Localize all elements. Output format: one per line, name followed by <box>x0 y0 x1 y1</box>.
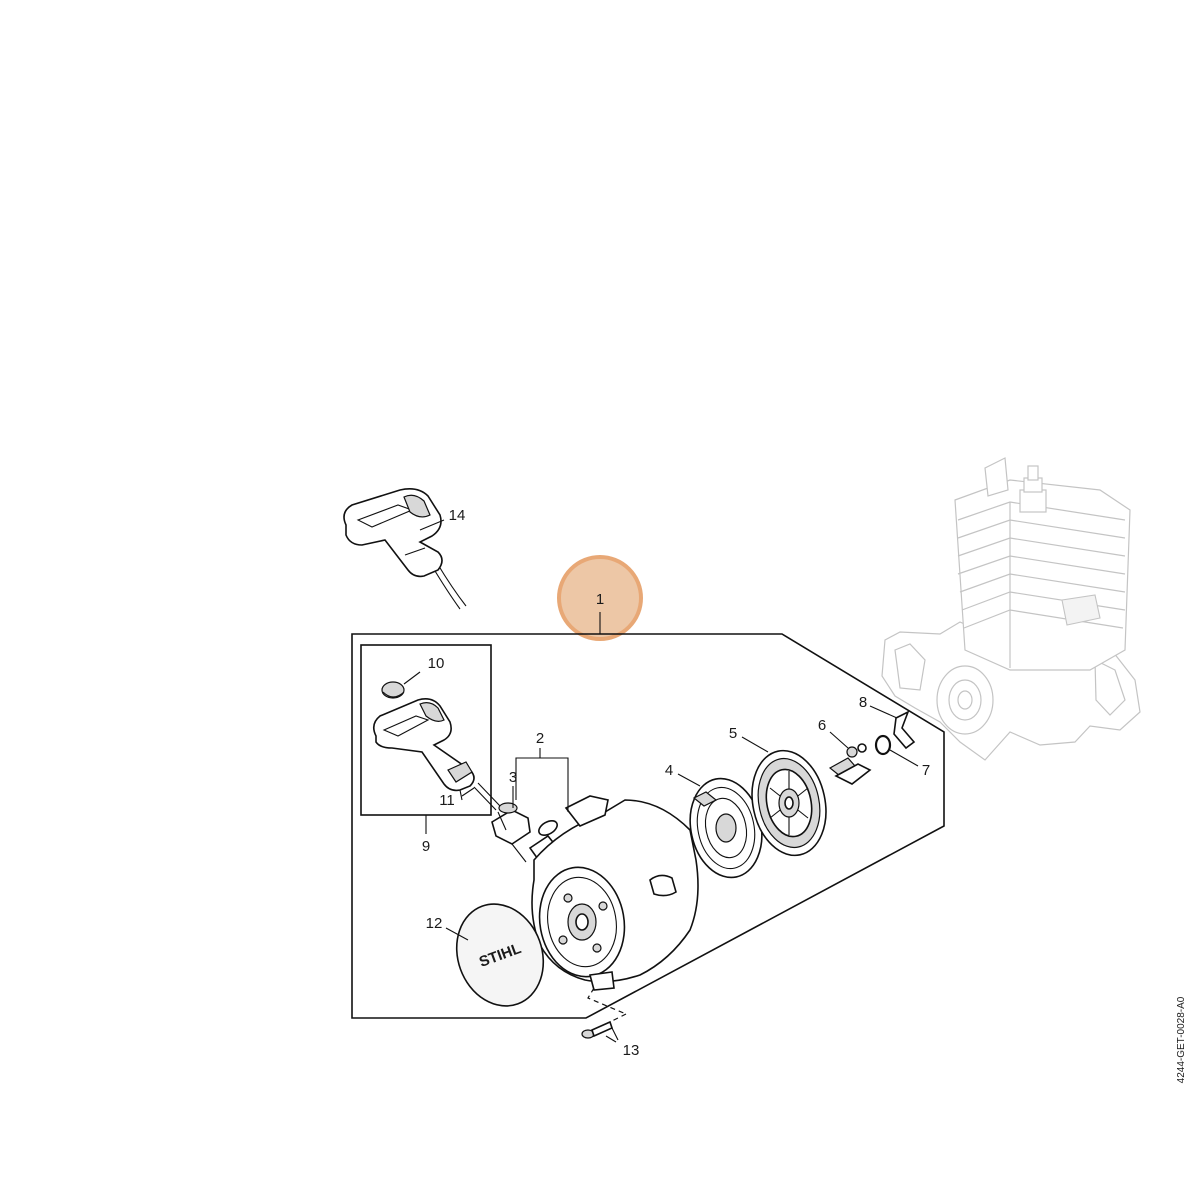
callout-8: 8 <box>859 694 898 719</box>
engine-block-background <box>881 457 1141 761</box>
starter-grip-14 <box>343 488 467 610</box>
highlighted-callout-1[interactable]: 1 <box>557 555 643 641</box>
callout-14-label: 14 <box>449 507 466 524</box>
assembly-frame-1 <box>351 633 945 1019</box>
pawl-6 <box>828 743 872 785</box>
washer-7 <box>874 734 892 756</box>
starter-grip-11 <box>372 698 501 811</box>
grip-insert-10 <box>381 671 421 699</box>
callout-6: 6 <box>818 717 849 749</box>
callout-11: 11 <box>439 787 475 809</box>
spring-clip-8 <box>893 710 916 750</box>
rope-guide-3 <box>491 802 531 863</box>
callout-9-label: 9 <box>422 838 430 855</box>
callout-12: 12 <box>426 915 469 941</box>
callout-7: 7 <box>889 749 930 779</box>
document-number: 4244-GET-0028-A0 <box>1176 996 1187 1083</box>
callout-1-label: 1 <box>596 591 604 608</box>
callout-13-label: 13 <box>623 1042 640 1059</box>
callout-7-label: 7 <box>922 762 930 779</box>
callout-4-label: 4 <box>665 762 673 779</box>
callout-3-label: 3 <box>509 769 517 786</box>
callout-3: 3 <box>509 769 517 808</box>
callout-14: 14 <box>419 507 466 531</box>
callout-6-label: 6 <box>818 717 826 734</box>
callout-13: 13 <box>605 1035 640 1059</box>
callout-2-label: 2 <box>536 730 544 747</box>
callout-12-label: 12 <box>426 915 443 932</box>
screw-13 <box>581 987 627 1041</box>
rewind-spring-4 <box>689 777 763 879</box>
callout-9: 9 <box>422 815 430 855</box>
rope-rotor-5 <box>751 749 827 857</box>
callout-11-label: 11 <box>439 792 455 809</box>
logo-cover-12: STIHL <box>455 903 545 1007</box>
callout-10-label: 10 <box>428 655 445 672</box>
callout-5: 5 <box>729 725 769 753</box>
callout-5-label: 5 <box>729 725 737 742</box>
spark-plug-icon <box>1019 465 1047 513</box>
fan-housing-2 <box>528 795 699 991</box>
callout-2: 2 <box>515 730 569 812</box>
cooling-fins <box>957 501 1126 668</box>
callout-4: 4 <box>665 762 701 787</box>
callout-8-label: 8 <box>859 694 867 711</box>
callout-10: 10 <box>428 655 445 672</box>
